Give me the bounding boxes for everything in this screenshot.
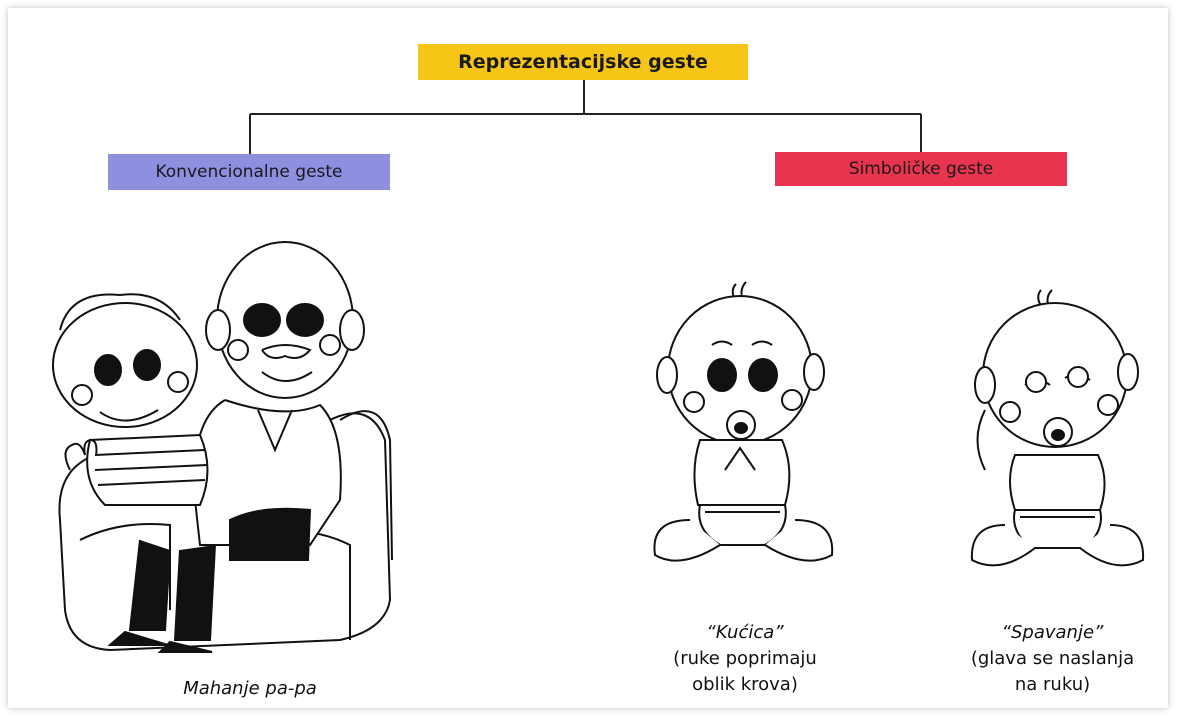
sleeping-caption-line2: na ruku) [935, 672, 1170, 698]
waving-caption-title: Mahanje pa-pa [130, 676, 370, 702]
sleeping-caption-line1: (glava se naslanja [935, 646, 1170, 672]
house-caption-line2: oblik krova) [630, 672, 860, 698]
house-caption-title: “Kućica” [630, 620, 860, 646]
grandpa-child-waving-illustration [53, 242, 392, 652]
sleeping-caption-title: “Spavanje” [935, 620, 1170, 646]
house-caption: “Kućica” (ruke poprimaju oblik krova) [630, 620, 860, 698]
baby-house-gesture-illustration [654, 282, 832, 561]
house-caption-line1: (ruke poprimaju [630, 646, 860, 672]
baby-sleeping-gesture-illustration [972, 290, 1143, 565]
sleeping-caption: “Spavanje” (glava se naslanja na ruku) [935, 620, 1170, 698]
waving-caption: Mahanje pa-pa [130, 676, 370, 702]
